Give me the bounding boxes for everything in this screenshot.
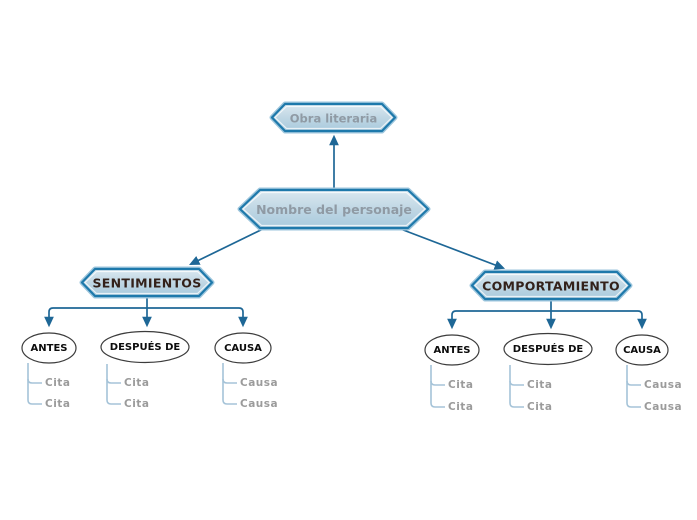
child-items-left: Cita Cita Cita Cita Causa Causa [45, 377, 278, 410]
hexagon-shape [80, 267, 214, 298]
child-connector-right-despues-tick [509, 380, 524, 386]
ellipse-shape [21, 332, 77, 364]
child-connector-left-despues-tick [106, 378, 121, 384]
node-antes-right[interactable]: ANTES [424, 334, 480, 366]
ellipse-shape [214, 332, 272, 364]
hexagon-shape [238, 188, 430, 230]
node-causa-right[interactable]: CAUSA [615, 334, 669, 366]
node-sentimientos[interactable]: SENTIMIENTOS [79, 266, 215, 299]
node-obra-literaria[interactable]: Obra literaria [269, 101, 398, 134]
child-item-cita[interactable]: Cita [45, 398, 70, 410]
hexagon-shape [270, 102, 397, 133]
child-connector-left-despues [106, 364, 121, 405]
child-connector-left-causa [222, 363, 237, 405]
hexagon-shape [470, 270, 632, 301]
child-item-cita[interactable]: Cita [448, 401, 473, 413]
child-connector-right-causa [626, 365, 641, 408]
child-item-cita[interactable]: Cita [448, 379, 473, 391]
child-item-causa[interactable]: Causa [240, 398, 278, 410]
child-items-right: Cita Cita Cita Cita Causa Causa [448, 379, 682, 413]
child-item-causa[interactable]: Causa [644, 401, 682, 413]
child-item-causa[interactable]: Causa [240, 377, 278, 389]
connector-center-to-sentimientos [189, 227, 266, 265]
ellipse-shape [615, 334, 669, 366]
connectors [27, 134, 647, 408]
child-item-cita[interactable]: Cita [527, 379, 552, 391]
node-label: CAUSA [623, 345, 661, 356]
hexagon-inner-highlight [274, 105, 393, 130]
child-connector-right-antes-tick [430, 380, 445, 386]
node-label: ANTES [31, 343, 68, 354]
child-item-cita[interactable]: Cita [527, 401, 552, 413]
node-comportamiento[interactable]: COMPORTAMIENTO [469, 269, 633, 302]
child-item-cita[interactable]: Cita [124, 377, 149, 389]
node-despues-de-left[interactable]: DESPUÉS DE [100, 330, 190, 364]
ellipse-shape [100, 330, 190, 364]
node-antes-left[interactable]: ANTES [21, 332, 77, 364]
connector-right-antes [447, 310, 551, 330]
child-connector-left-antes-tick [27, 378, 42, 384]
ellipse-shape [503, 332, 593, 366]
hexagon-inner-highlight [242, 191, 426, 227]
node-label: ANTES [434, 345, 471, 356]
hexagon-inner-highlight [474, 273, 628, 298]
child-connector-right-despues [509, 365, 524, 408]
connector-right-causa [551, 310, 647, 330]
ellipse-shape [424, 334, 480, 366]
node-label: DESPUÉS DE [110, 340, 181, 353]
child-connector-left-causa-tick [222, 378, 237, 384]
node-causa-left[interactable]: CAUSA [214, 332, 272, 364]
child-connector-right-causa-tick [626, 380, 641, 386]
child-item-cita[interactable]: Cita [45, 377, 70, 389]
node-label: CAUSA [224, 343, 262, 354]
node-label: Obra literaria [290, 112, 377, 126]
connector-left-causa [147, 307, 248, 328]
child-connector-left-antes [27, 363, 42, 405]
node-label: DESPUÉS DE [513, 342, 584, 355]
connector-left-antes [44, 307, 147, 328]
node-label: SENTIMIENTOS [92, 276, 201, 291]
child-item-causa[interactable]: Causa [644, 379, 682, 391]
node-nombre-del-personaje[interactable]: Nombre del personaje [237, 187, 431, 231]
hexagon-inner-highlight [84, 270, 210, 295]
node-label: COMPORTAMIENTO [482, 279, 620, 294]
node-label: Nombre del personaje [256, 202, 412, 217]
child-connector-right-antes [430, 365, 445, 408]
connector-center-to-comportamiento [397, 227, 506, 270]
node-despues-de-right[interactable]: DESPUÉS DE [503, 332, 593, 366]
child-item-cita[interactable]: Cita [124, 398, 149, 410]
